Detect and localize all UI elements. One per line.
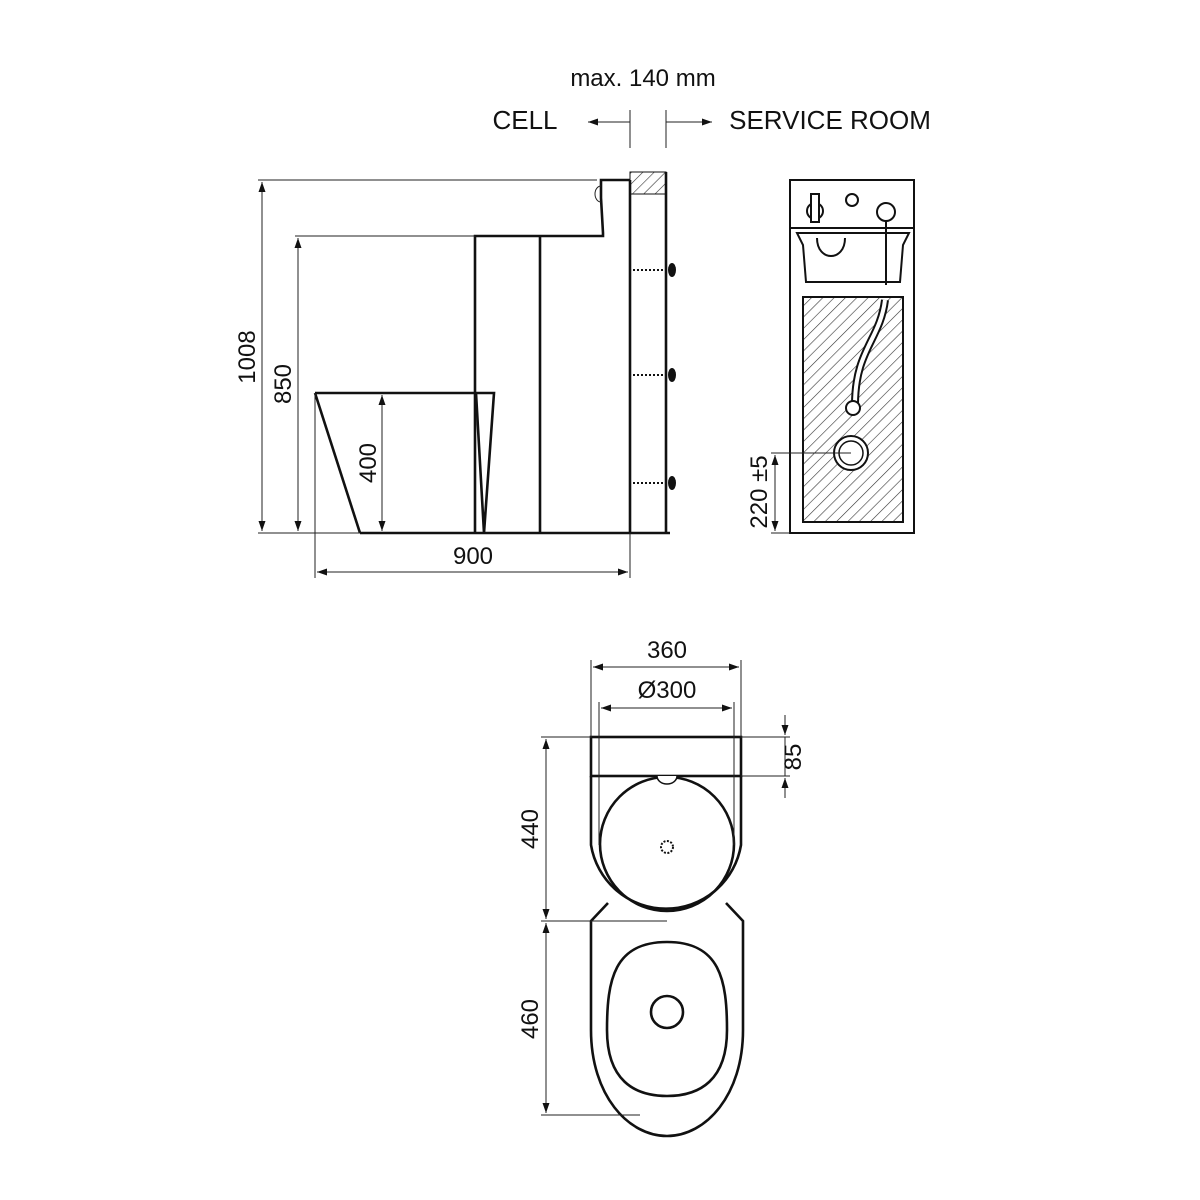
rear-view: 220 ±5 (746, 179, 915, 534)
back-depth-dim: 85 (780, 744, 807, 771)
seat-height-dim: 850 (270, 364, 297, 404)
header: max. 140 mm CELL SERVICE ROOM (492, 65, 931, 148)
bowl-length-dim: 460 (517, 999, 544, 1039)
side-view: 1008 850 400 900 (234, 171, 676, 578)
drain-icon (660, 840, 674, 854)
wall-thickness-label: max. 140 mm (570, 65, 715, 92)
cell-label: CELL (492, 105, 557, 135)
basin-diameter-dim: Ø300 (638, 677, 697, 704)
height-total-dim: 1008 (234, 330, 261, 383)
depth-dim: 900 (453, 543, 493, 570)
plan-view: 360 Ø300 85 440 460 (517, 637, 807, 1138)
wall-bolts (633, 263, 676, 490)
service-room-label: SERVICE ROOM (729, 105, 931, 135)
outlet-height-dim: 220 ±5 (746, 455, 773, 528)
basin-length-dim: 440 (517, 809, 544, 849)
bowl-height-dim: 400 (355, 443, 382, 483)
width-dim: 360 (647, 637, 687, 664)
wall-hatch (629, 171, 667, 195)
